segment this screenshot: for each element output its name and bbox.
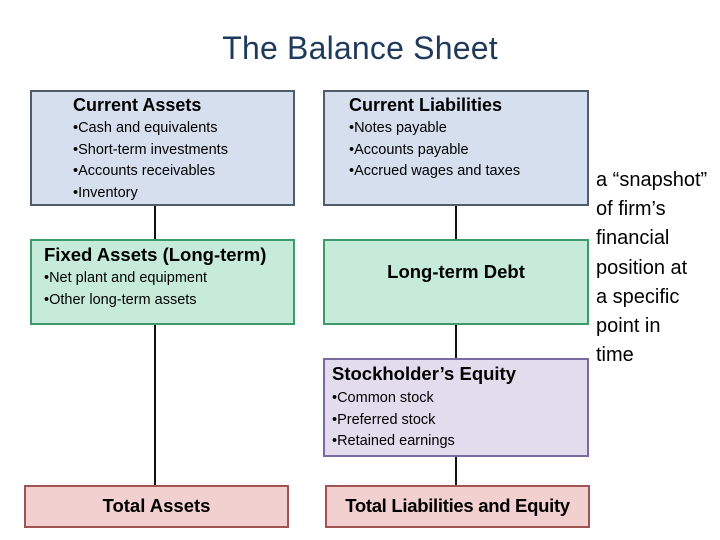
- note-line: time: [596, 344, 634, 367]
- current-assets-box: Current Assets Cash and equivalents Shor…: [30, 90, 295, 206]
- list-item: Cash and equivalents: [73, 118, 228, 140]
- fixed-assets-list: Net plant and equipment Other long-term …: [44, 268, 207, 311]
- note-line: point in: [596, 315, 661, 338]
- list-item: Preferred stock: [332, 410, 455, 432]
- list-item: Other long-term assets: [44, 290, 207, 312]
- total-assets-label: Total Assets: [102, 495, 211, 516]
- total-liabilities-equity-box: Total Liabilities and Equity: [325, 485, 590, 528]
- list-item: Inventory: [73, 183, 228, 205]
- current-liabilities-heading: Current Liabilities: [349, 95, 503, 115]
- long-term-debt-box: Long-term Debt: [323, 239, 589, 325]
- stockholders-equity-heading: Stockholder’s Equity: [332, 363, 517, 384]
- list-item: Short-term investments: [73, 140, 228, 162]
- total-liabilities-equity-label: Total Liabilities and Equity: [345, 495, 570, 516]
- connector-right: [455, 205, 457, 485]
- note-line: of firm’s: [596, 198, 666, 221]
- list-item: Common stock: [332, 388, 455, 410]
- list-item: Accounts receivables: [73, 161, 228, 183]
- list-item: Net plant and equipment: [44, 268, 207, 290]
- total-assets-box: Total Assets: [24, 485, 289, 528]
- current-liabilities-box: Current Liabilities Notes payable Accoun…: [323, 90, 589, 206]
- page-title: The Balance Sheet: [222, 30, 498, 66]
- note-line: position at: [596, 256, 688, 279]
- fixed-assets-heading: Fixed Assets (Long-term): [44, 244, 267, 265]
- fixed-assets-box: Fixed Assets (Long-term) Net plant and e…: [30, 239, 295, 325]
- list-item: Accrued wages and taxes: [349, 161, 520, 183]
- note-line: a “snapshot”: [596, 169, 708, 191]
- connector-left: [154, 205, 156, 485]
- snapshot-note: a “snapshot” of firm’s financial positio…: [596, 166, 707, 370]
- list-item: Accounts payable: [349, 140, 520, 162]
- note-line: financial: [596, 227, 670, 250]
- stockholders-equity-list: Common stock Preferred stock Retained ea…: [332, 388, 455, 453]
- list-item: Notes payable: [349, 118, 520, 140]
- stockholders-equity-box: Stockholder’s Equity Common stock Prefer…: [323, 358, 589, 457]
- current-assets-list: Cash and equivalents Short-term investme…: [73, 118, 228, 204]
- note-line: a specific: [596, 285, 680, 308]
- long-term-debt-label: Long-term Debt: [387, 261, 525, 282]
- list-item: Retained earnings: [332, 431, 455, 453]
- current-liabilities-list: Notes payable Accounts payable Accrued w…: [349, 118, 520, 183]
- current-assets-heading: Current Assets: [73, 95, 202, 115]
